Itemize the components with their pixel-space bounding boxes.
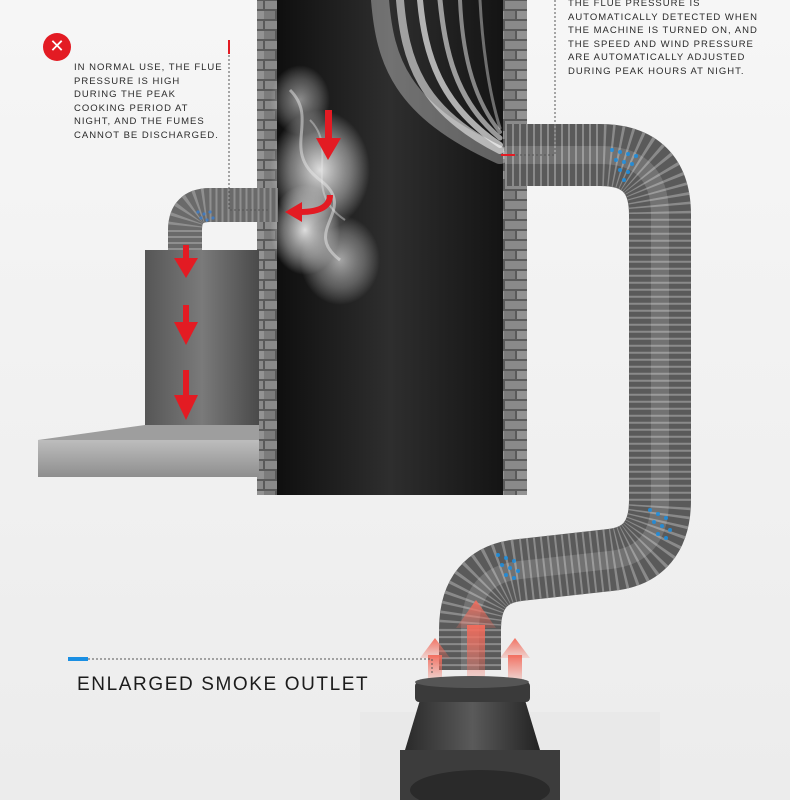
solution-callout-text: THE FLUE PRESSURE IS AUTOMATICALLY DETEC… [568,0,773,79]
marker-right [501,154,515,156]
range-hood-body [145,250,259,438]
range-hood-base [38,440,259,477]
close-icon: ✕ [43,33,71,61]
problem-callout-text: IN NORMAL USE, THE FLUE PRESSURE IS HIGH… [74,61,224,143]
brick-wall-right [503,0,527,495]
marker-outlet [68,657,88,661]
marker-left [228,40,230,54]
feature-label: ENLARGED SMOKE OUTLET [77,674,369,696]
